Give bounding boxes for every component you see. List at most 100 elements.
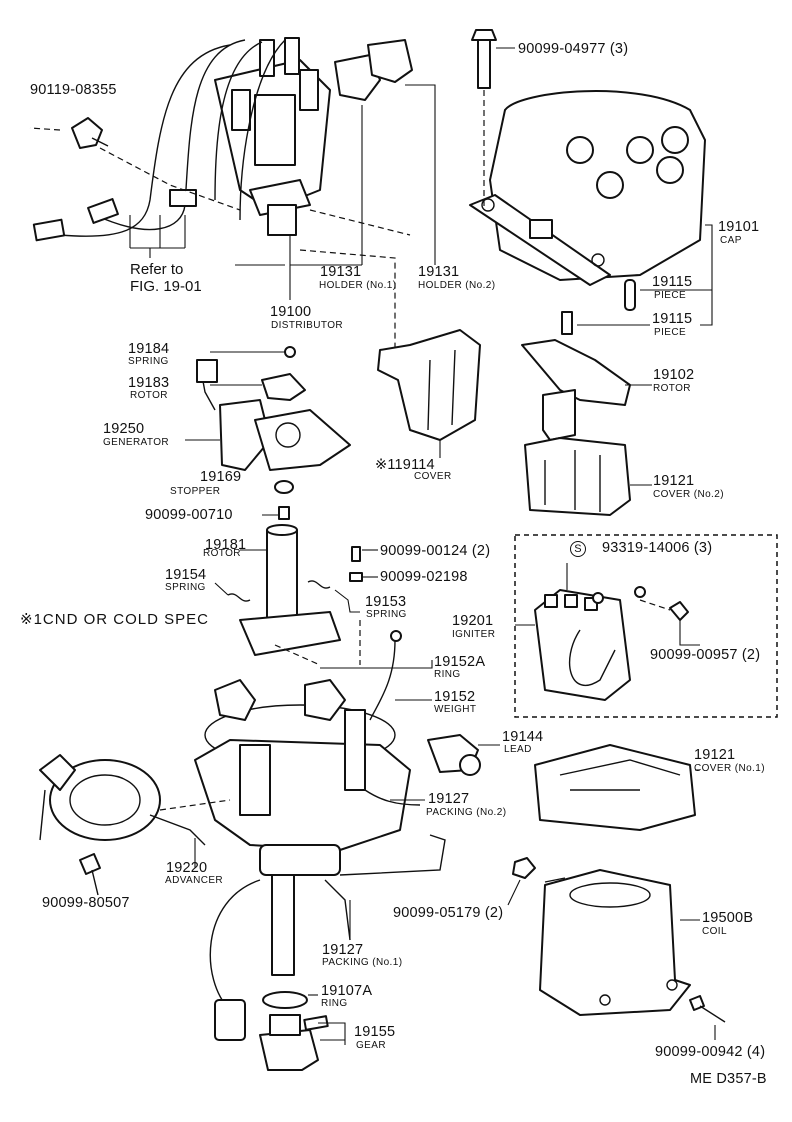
washer-90099-02198-illustration — [349, 572, 363, 582]
label-90099-02198: 90099-02198 — [380, 569, 468, 585]
label-19114-name: COVER — [414, 471, 452, 482]
label-19184-num: 19184 — [128, 341, 170, 357]
label-19169-num: 19169 — [200, 469, 242, 485]
label-19155-num: 19155 — [354, 1024, 396, 1040]
packing-no1-illustration — [339, 834, 446, 876]
s-mark-circle: S — [570, 541, 586, 557]
screw-90099-00710-illustration — [278, 506, 290, 520]
label-19153-name: SPRING — [366, 609, 407, 620]
spring-19154-illustration — [227, 593, 251, 602]
label-19184-name: SPRING — [128, 356, 169, 367]
label-19220-num: 19220 — [166, 860, 208, 876]
label-93319-mark: S — [570, 541, 586, 557]
label-19100-num: 19100 — [270, 304, 312, 320]
packing-no2-illustration — [364, 789, 421, 806]
distributor-cap-illustration — [469, 90, 706, 286]
label-90099-00124: 90099-00124 (2) — [380, 543, 491, 559]
label-19107a-name: RING — [321, 998, 348, 1009]
label-19127-no2-num: 19127 — [428, 791, 470, 807]
label-19152a-num: 19152A — [434, 654, 486, 670]
label-19181-num: 19181 — [205, 537, 247, 553]
advancer-illustration — [39, 754, 206, 846]
generator-illustration — [196, 359, 351, 471]
label-90099-80507: 90099-80507 — [42, 895, 130, 911]
gear-illustration — [259, 1014, 329, 1071]
label-19201-name: IGNITER — [452, 629, 496, 640]
label-19131-no2-name: HOLDER (No.2) — [418, 280, 496, 291]
label-19131-no1-name: HOLDER (No.1) — [319, 280, 397, 291]
label-19169-name: STOPPER — [170, 486, 221, 497]
label-19127-no1-num: 19127 — [322, 942, 364, 958]
label-19250-num: 19250 — [103, 421, 145, 437]
label-19127-no2-name: PACKING (No.2) — [426, 807, 507, 818]
piece-19115-a-illustration — [624, 279, 636, 311]
label-19201-num: 19201 — [452, 613, 494, 629]
igniter-dashed-box — [514, 534, 778, 718]
spring-19184-illustration — [284, 346, 296, 358]
label-19152a-name: RING — [434, 669, 461, 680]
label-19152-num: 19152 — [434, 689, 476, 705]
rotor-shaft-19181-illustration — [239, 524, 341, 656]
label-19107a-num: 19107A — [321, 983, 373, 999]
label-19144-name: LEAD — [504, 744, 532, 755]
label-90099-00710: 90099-00710 — [145, 507, 233, 523]
rotor-19102-illustration — [521, 339, 631, 441]
refer-fig-text: FIG. 19-01 — [130, 278, 202, 295]
label-19100-name: DISTRIBUTOR — [271, 320, 343, 331]
label-90099-00942: 90099-00942 (4) — [655, 1044, 766, 1060]
label-19144-num: 19144 — [502, 729, 544, 745]
igniter-illustration — [534, 586, 646, 701]
label-90099-00957: 90099-00957 (2) — [650, 647, 761, 663]
label-19102-name: ROTOR — [653, 383, 691, 394]
coil-illustration — [539, 869, 691, 1016]
label-19115a-num: 19115 — [652, 274, 693, 290]
label-19115b-name: PIECE — [654, 327, 687, 338]
label-19250-name: GENERATOR — [103, 437, 170, 448]
label-19155-name: GEAR — [356, 1040, 386, 1051]
label-19101-num: 19101 — [718, 219, 760, 235]
label-19127-no1-name: PACKING (No.1) — [322, 957, 403, 968]
screw-90099-00124-illustration — [351, 546, 361, 562]
ring-19107a-illustration — [262, 991, 308, 1009]
label-19181-name: ROTOR — [203, 548, 241, 559]
label-19500b-name: COIL — [702, 926, 727, 937]
label-19500b-num: 19500B — [702, 910, 754, 926]
ring-wire-illustration — [369, 639, 396, 721]
cover-19114-illustration — [377, 329, 481, 441]
label-19183-num: 19183 — [128, 375, 170, 391]
holder-no2-illustration — [367, 39, 413, 83]
wire-harness-illustration — [209, 879, 261, 1011]
label-19101-name: CAP — [720, 235, 742, 246]
label-19131-no1-num: 19131 — [320, 264, 362, 280]
rotor-19183-illustration — [261, 373, 306, 401]
label-93319-14006: 93319-14006 (3) — [602, 540, 713, 556]
nut-90099-05179-illustration — [512, 857, 536, 879]
piece-19115-b-illustration — [561, 311, 573, 335]
label-19220-name: ADVANCER — [165, 875, 224, 886]
cover-no2-illustration — [524, 437, 631, 516]
screw-90099-00957-illustration — [669, 601, 689, 621]
label-19114-num: ※119114 — [375, 457, 435, 473]
label-19102-num: 19102 — [653, 367, 695, 383]
bolt-90099-04977-illustration — [471, 29, 497, 89]
cover-no1-illustration — [534, 744, 696, 831]
label-19121-no1-num: 19121 — [694, 747, 736, 763]
screw-90099-80507-illustration — [79, 853, 101, 896]
label-19121-no2-num: 19121 — [653, 473, 695, 489]
stopper-illustration — [274, 480, 294, 494]
label-19152-name: WEIGHT — [434, 704, 477, 715]
label-19131-no2-num: 19131 — [418, 264, 460, 280]
label-19121-no2-name: COVER (No.2) — [653, 489, 724, 500]
holder-no1-illustration — [334, 54, 381, 101]
lead-19144-illustration — [427, 734, 481, 776]
spec-note: ※1CND OR COLD SPEC — [20, 611, 209, 628]
label-19115a-name: PIECE — [654, 290, 687, 301]
drawing-code: ME D357-B — [690, 1071, 767, 1087]
label-19153-num: 19153 — [365, 594, 407, 610]
bolt-90119-illustration — [71, 117, 109, 149]
label-90119-08355: 90119-08355 — [30, 82, 117, 98]
label-19115b-num: 19115 — [652, 311, 693, 327]
label-19154-num: 19154 — [165, 567, 207, 583]
